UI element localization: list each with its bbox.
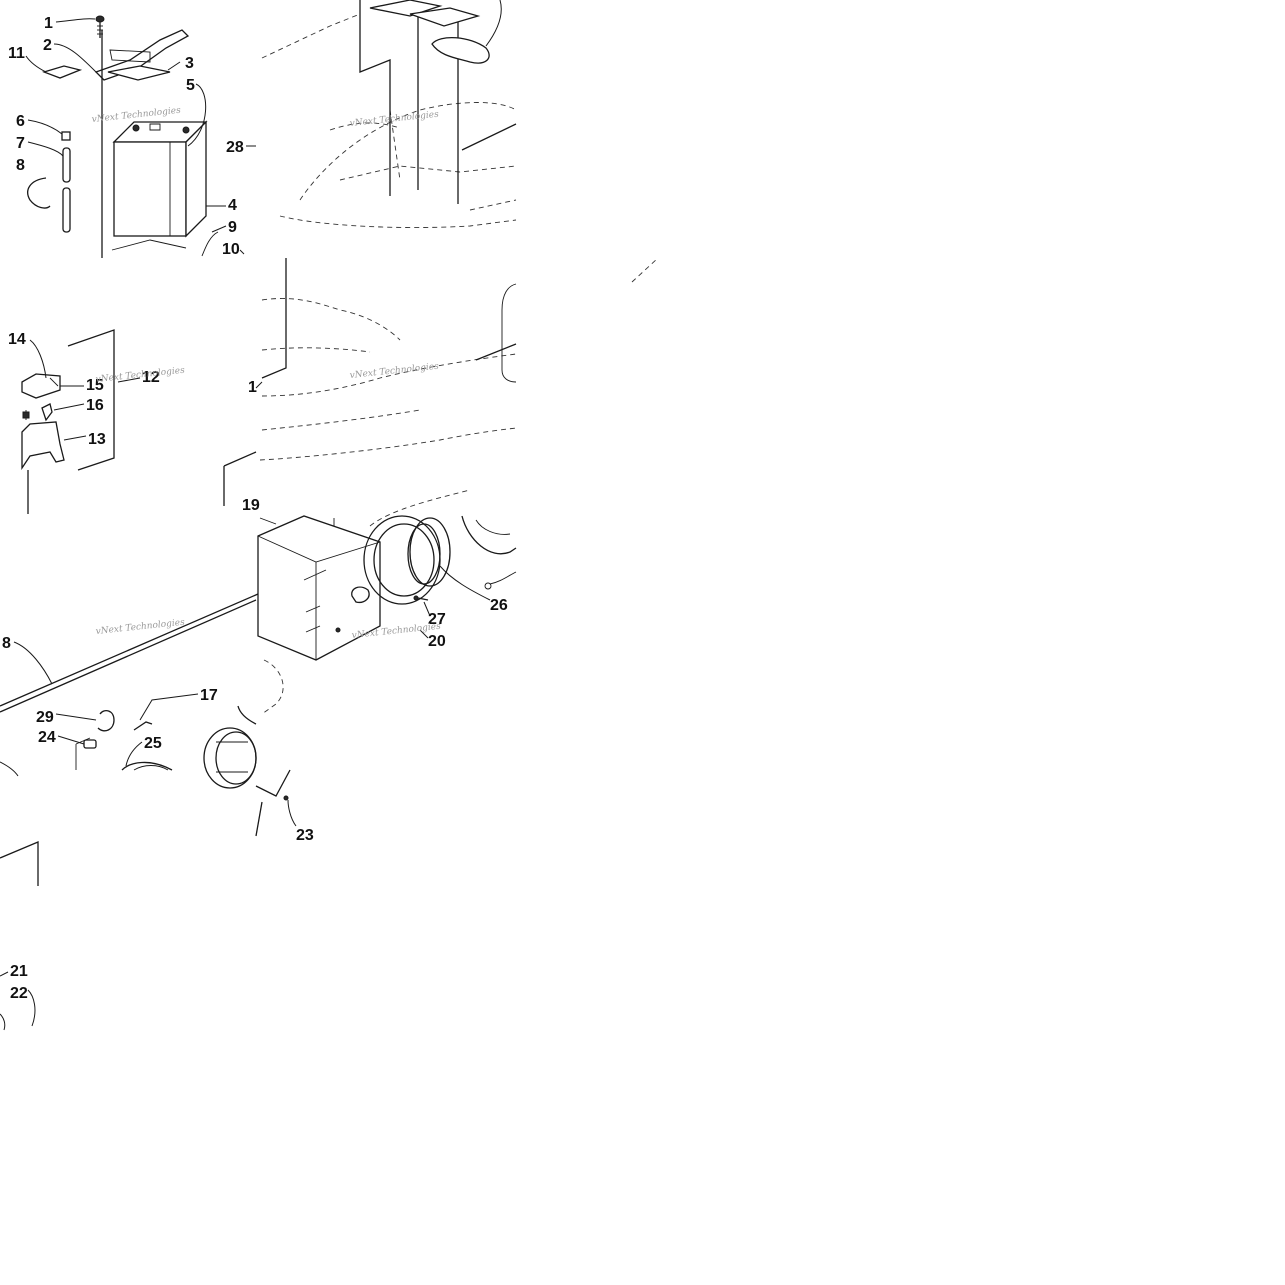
- callout-9: 9: [228, 219, 237, 236]
- callout-20: 20: [428, 633, 446, 650]
- cover-plate-part: [107, 65, 171, 81]
- callout-7: 7: [16, 135, 25, 152]
- callout-23: 23: [296, 827, 314, 844]
- fuse-holder-part: [431, 37, 490, 64]
- callout-19: 19: [242, 497, 260, 514]
- callout-8-lower: 8: [2, 635, 11, 652]
- callout-15: 15: [86, 377, 104, 394]
- callout-24: 24: [38, 729, 56, 746]
- callout-1-hood: 1: [248, 379, 257, 396]
- callout-5: 5: [186, 77, 195, 94]
- fitting-part: [83, 739, 97, 749]
- strap-part: [94, 29, 190, 81]
- headlight-panel: 26 27 20 8 17 29 24 25 23 vNext Technolo…: [0, 489, 517, 844]
- headlight-bezel-part: [363, 515, 451, 605]
- callout-12: 12: [142, 369, 160, 386]
- callout-25: 25: [144, 735, 162, 752]
- callout-21: 21: [10, 963, 28, 980]
- callout-6: 6: [16, 113, 25, 130]
- headlight-lamp-part: [203, 727, 257, 789]
- callout-29: 29: [36, 709, 54, 726]
- chassis-overview-panel: vNext Technologies: [261, 0, 517, 228]
- bracket-part: [21, 421, 65, 471]
- hood-outline-panel: 1 19 vNext Technologies: [223, 257, 659, 514]
- boot-part: [41, 403, 53, 422]
- callout-27: 27: [428, 611, 446, 628]
- callout-14: 14: [8, 331, 26, 348]
- callout-8: 8: [16, 157, 25, 174]
- bottom-left-panel: 21 22: [0, 841, 39, 1031]
- callout-28: 28: [226, 139, 244, 156]
- clip-part: [97, 709, 115, 732]
- vent-tube-part: [62, 147, 71, 183]
- watermark: vNext Technologies: [95, 366, 185, 385]
- clamp-part: [27, 177, 51, 209]
- callout-17: 17: [200, 687, 218, 704]
- callout-2: 2: [43, 37, 52, 54]
- callout-16: 16: [86, 397, 104, 414]
- callout-3: 3: [185, 55, 194, 72]
- bolt-part: [95, 15, 105, 38]
- pad-part: [41, 65, 83, 79]
- callout-10: 10: [222, 241, 240, 258]
- callout-13: 13: [88, 431, 106, 448]
- battery-part: [112, 120, 208, 238]
- watermark: vNext Technologies: [95, 618, 185, 637]
- callout-26: 26: [490, 597, 508, 614]
- callout-4: 4: [228, 197, 237, 214]
- vent-fitting-part: [61, 131, 71, 141]
- callout-1: 1: [44, 15, 53, 32]
- callout-22: 22: [10, 985, 28, 1002]
- watermark: vNext Technologies: [349, 362, 439, 381]
- callout-11: 11: [8, 45, 25, 62]
- battery-assembly-panel: 1 2 3 4 5 6 7 8 9 10 11 28 vNext Technol…: [8, 15, 256, 258]
- switch-part: [21, 373, 61, 399]
- switch-assembly-panel: 14 15 12 16 13 vNext Technologies: [8, 329, 186, 514]
